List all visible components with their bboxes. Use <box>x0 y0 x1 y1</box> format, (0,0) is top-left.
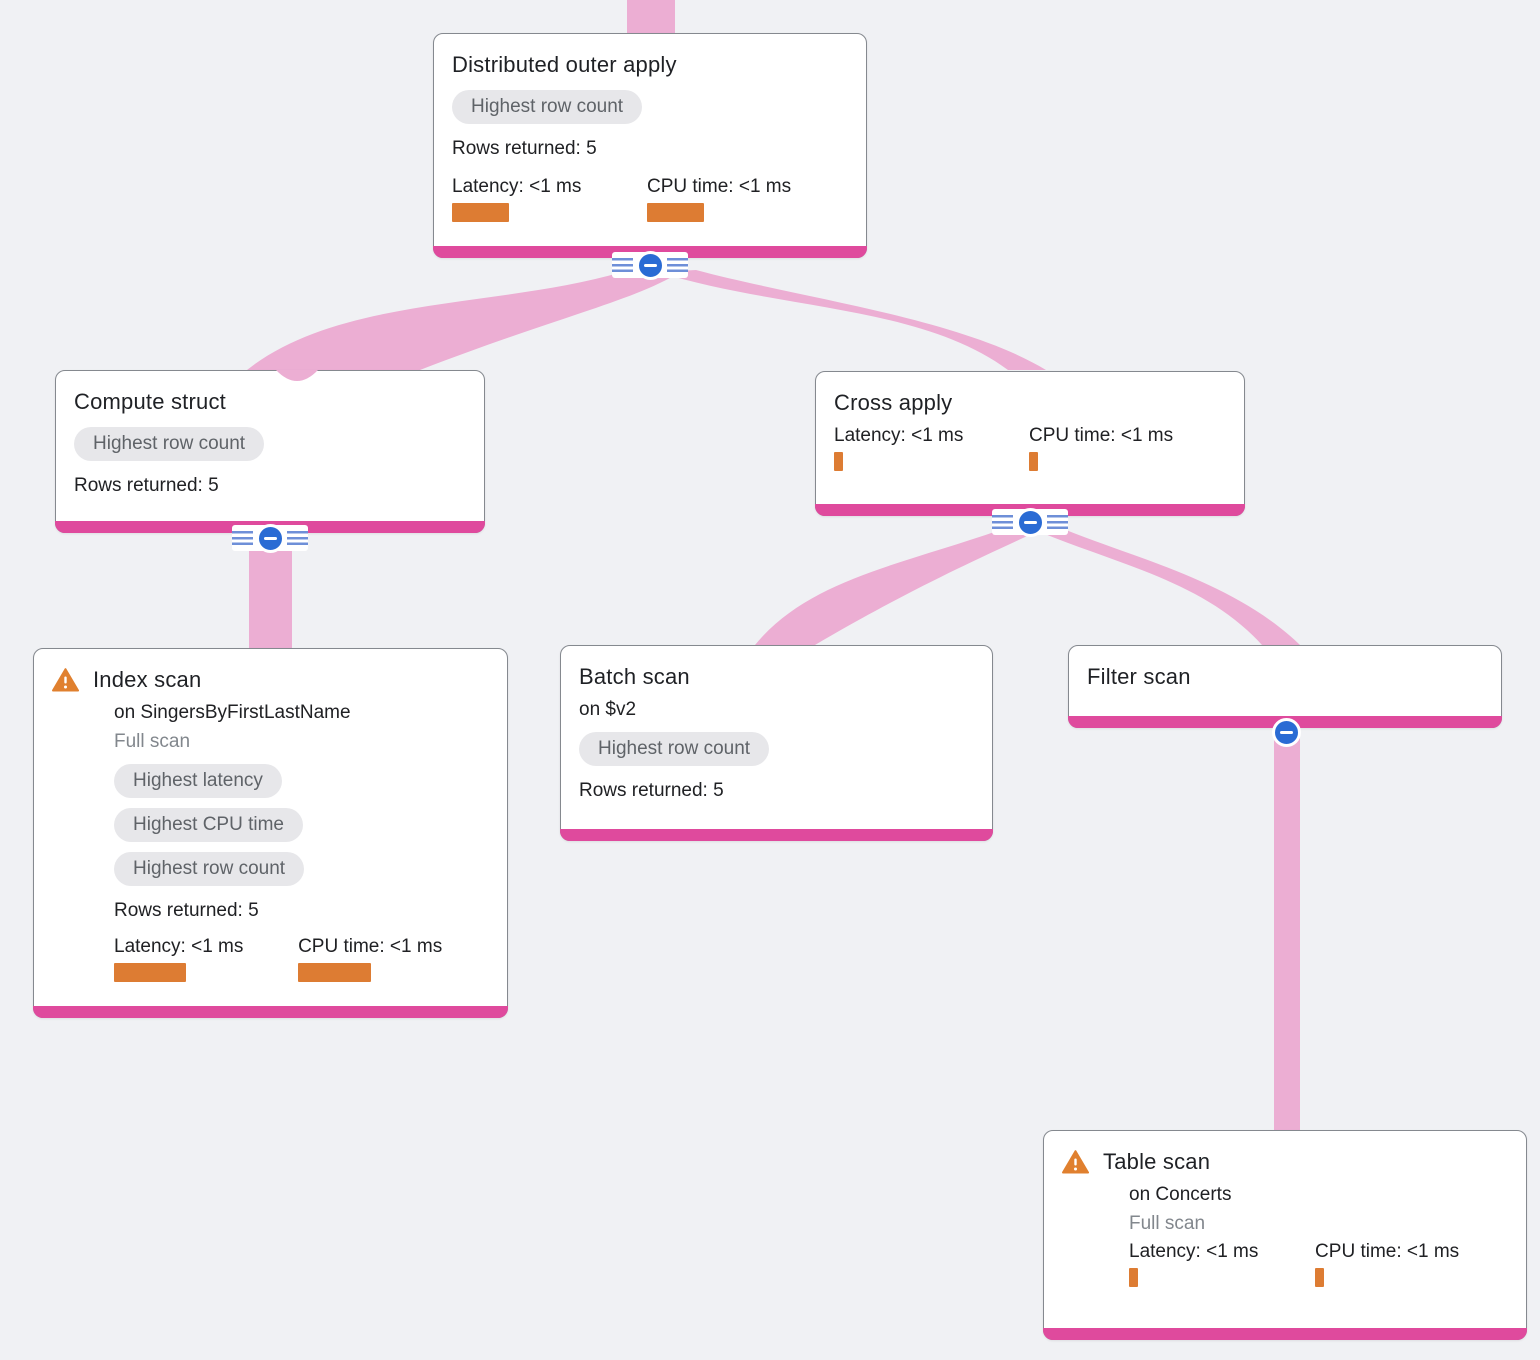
node-title: Table scan <box>1103 1149 1211 1174</box>
collapse-stripes-icon <box>287 531 308 545</box>
latency-label: Latency: <1 ms <box>452 176 582 197</box>
collapse-minus-icon[interactable] <box>255 523 285 553</box>
rows-returned: Rows returned: 5 <box>114 900 259 921</box>
link-compute-struct-to-index-scan <box>249 536 292 650</box>
latency-label: Latency: <1 ms <box>1129 1241 1259 1262</box>
cpu-time-bar <box>1029 452 1038 471</box>
badge-highest-cpu-time: Highest CPU time <box>114 808 303 842</box>
collapse-stripes-icon <box>612 258 633 272</box>
collapse-minus-icon[interactable] <box>1015 507 1045 537</box>
cpu-time-bar <box>647 203 704 222</box>
cpu-time-label: CPU time: <1 ms <box>647 176 792 197</box>
latency-bar <box>452 203 509 222</box>
node-accent-bar <box>560 829 993 841</box>
node-title: Cross apply <box>834 390 953 415</box>
badge-highest-row-count: Highest row count <box>579 732 770 766</box>
node-filter-scan[interactable]: Filter scan <box>1068 645 1502 728</box>
node-title: Distributed outer apply <box>452 52 677 77</box>
node-accent-bar <box>33 1006 508 1018</box>
collapse-button-compute-struct[interactable] <box>232 523 308 553</box>
link-cross-apply-to-batch-scan <box>755 530 1036 645</box>
node-title: Filter scan <box>1087 664 1191 689</box>
link-filter-scan-to-table-scan <box>1274 734 1300 1131</box>
node-title: Index scan <box>93 667 202 692</box>
node-table-scan[interactable]: Table scan on Concerts Full scan Latency… <box>1043 1130 1527 1340</box>
latency-label: Latency: <1 ms <box>114 936 244 957</box>
badge-highest-latency: Highest latency <box>114 764 282 798</box>
node-subtitle: on $v2 <box>579 699 637 720</box>
rows-returned: Rows returned: 5 <box>452 138 597 159</box>
node-batch-scan[interactable]: Batch scan on $v2 Highest row count Rows… <box>560 645 993 841</box>
rows-returned: Rows returned: 5 <box>579 780 724 801</box>
link-distributed-outer-apply-to-cross-apply <box>658 270 1046 370</box>
scan-type-label: Full scan <box>114 731 191 752</box>
node-index-scan[interactable]: Index scan on SingersByFirstLastName Ful… <box>33 648 508 1018</box>
collapse-minus-icon[interactable] <box>1272 718 1301 747</box>
collapse-button-distributed-outer-apply[interactable] <box>612 250 688 280</box>
collapse-stripes-icon <box>992 515 1013 529</box>
latency-label: Latency: <1 ms <box>834 425 964 446</box>
scan-type-label: Full scan <box>1129 1213 1206 1234</box>
latency-bar <box>834 452 843 471</box>
cpu-time-bar <box>1315 1268 1325 1287</box>
node-cross-apply[interactable]: Cross apply Latency: <1 ms CPU time: <1 … <box>815 371 1245 516</box>
collapse-button-cross-apply[interactable] <box>992 507 1068 537</box>
link-cross-apply-to-filter-scan <box>1040 530 1300 645</box>
latency-bar <box>1129 1268 1138 1287</box>
rows-returned: Rows returned: 5 <box>74 475 219 496</box>
cpu-time-label: CPU time: <1 ms <box>1315 1241 1460 1262</box>
warning-icon <box>1062 1150 1089 1174</box>
node-compute-struct[interactable]: Compute struct Highest row count Rows re… <box>55 370 485 533</box>
collapse-stripes-icon <box>1047 515 1068 529</box>
cpu-time-bar <box>298 963 372 982</box>
badge-highest-row-count: Highest row count <box>74 427 265 461</box>
node-subtitle: on Concerts <box>1129 1184 1232 1205</box>
node-subtitle: on SingersByFirstLastName <box>114 702 351 723</box>
link-distributed-outer-apply-to-compute-struct <box>247 272 680 370</box>
collapse-stripes-icon <box>232 531 253 545</box>
warning-icon <box>52 668 79 692</box>
link-root-incoming <box>627 0 675 34</box>
collapse-stripes-icon <box>667 258 688 272</box>
badge-highest-row-count: Highest row count <box>452 90 643 124</box>
node-accent-bar <box>1043 1328 1527 1340</box>
node-distributed-outer-apply[interactable]: Distributed outer apply Highest row coun… <box>433 33 867 258</box>
badge-highest-row-count: Highest row count <box>114 852 305 886</box>
cpu-time-label: CPU time: <1 ms <box>1029 425 1174 446</box>
collapse-button-filter-scan[interactable] <box>1272 718 1301 747</box>
node-title: Batch scan <box>579 664 690 689</box>
latency-bar <box>114 963 186 982</box>
node-title: Compute struct <box>74 389 226 414</box>
collapse-minus-icon[interactable] <box>635 250 665 280</box>
cpu-time-label: CPU time: <1 ms <box>298 936 443 957</box>
